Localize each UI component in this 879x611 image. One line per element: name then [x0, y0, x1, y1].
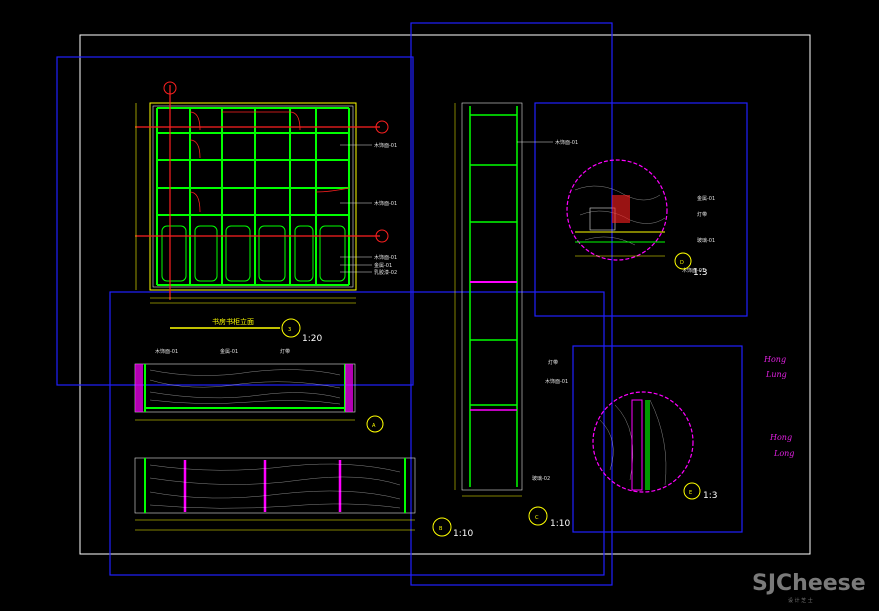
- section-lines: [135, 85, 380, 300]
- side-scale: 1:10: [550, 519, 570, 529]
- signature-2: Lung: [765, 370, 787, 379]
- viewport-plan: [109, 291, 605, 576]
- wood-grain-upper: [149, 369, 341, 405]
- plan-label-3: 灯带: [280, 348, 290, 355]
- side-callout: C: [535, 515, 539, 521]
- wood-grain-lower: [149, 463, 401, 509]
- detail-label-4: 木饰面-01: [682, 267, 705, 274]
- section-label-4: 玻璃-02: [532, 475, 550, 482]
- plan-label-1: 木饰面-01: [155, 348, 178, 355]
- cabinet-uprights: [156, 108, 350, 285]
- label-right-4: 金属-01: [374, 262, 392, 269]
- signature-1: Hong: [763, 355, 786, 364]
- detail-label-2: 灯带: [697, 211, 707, 218]
- elevation-scale: 1:20: [302, 334, 322, 344]
- detail-lower-scale: 1:3: [703, 491, 717, 501]
- plan-scale: 1:10: [453, 529, 473, 539]
- label-right-1: 木饰面-01: [374, 142, 397, 149]
- detail-lower: E 1:3: [592, 391, 717, 501]
- viewport-detail-lower: [572, 345, 743, 533]
- viewport-elevation: [56, 56, 414, 386]
- sheet-frame: [79, 34, 811, 555]
- detail-upper-scale: 1:3: [693, 268, 707, 278]
- lower-cabinet-doors: [161, 225, 346, 282]
- cabinet-shelves: [157, 107, 349, 286]
- section-markers: [163, 81, 389, 243]
- viewport-detail-upper: [534, 102, 748, 317]
- detail-label-3: 玻璃-01: [697, 237, 715, 244]
- signature-3: Hong: [769, 433, 792, 442]
- label-right-2: 木饰面-01: [374, 200, 397, 207]
- section-label-3: 木饰面-01: [545, 378, 568, 385]
- section-mark-callout: A: [372, 423, 376, 429]
- viewport-side-section: [410, 22, 613, 586]
- detail-lower-callout: E: [689, 490, 692, 496]
- detail-upper-callout: D: [680, 260, 684, 266]
- detail-upper: 金属-01 灯带 玻璃-01 木饰面-01 D 1:3: [566, 159, 715, 278]
- signatures: Hong Lung Hong Long: [763, 355, 794, 458]
- side-shelves: [470, 114, 517, 406]
- side-section: 木饰面-01 灯带 木饰面-01 玻璃-02 C 1:10: [454, 102, 578, 529]
- plan-label-2: 金属-01: [220, 348, 238, 355]
- plan-views: 木饰面-01 金属-01 灯带 A B 1:10: [134, 348, 473, 539]
- viewport-frames: [56, 22, 748, 586]
- section-label-2: 灯带: [548, 359, 558, 366]
- watermark-brand: SJCheese: [752, 571, 866, 596]
- label-right-5: 乳胶漆-02: [374, 269, 397, 276]
- signature-4: Long: [773, 449, 794, 458]
- elevation-callout: 3: [288, 327, 291, 333]
- label-leaders: [340, 144, 372, 273]
- cabinet-elevation: 木饰面-01 木饰面-01 木饰面-01 金属-01 乳胶漆-02 书房书柜立面…: [135, 81, 397, 344]
- section-label-1: 木饰面-01: [555, 139, 578, 146]
- plan-callout: B: [439, 526, 443, 532]
- dimension-lines: [135, 103, 356, 304]
- watermark-sub: 设 计 芝 士: [788, 597, 813, 604]
- elevation-callout-circle: [281, 318, 301, 338]
- label-right-3: 木饰面-01: [374, 254, 397, 261]
- detail-label-1: 金属-01: [697, 195, 715, 202]
- elevation-title: 书房书柜立面: [212, 317, 254, 326]
- cabinet-outline: [149, 102, 357, 291]
